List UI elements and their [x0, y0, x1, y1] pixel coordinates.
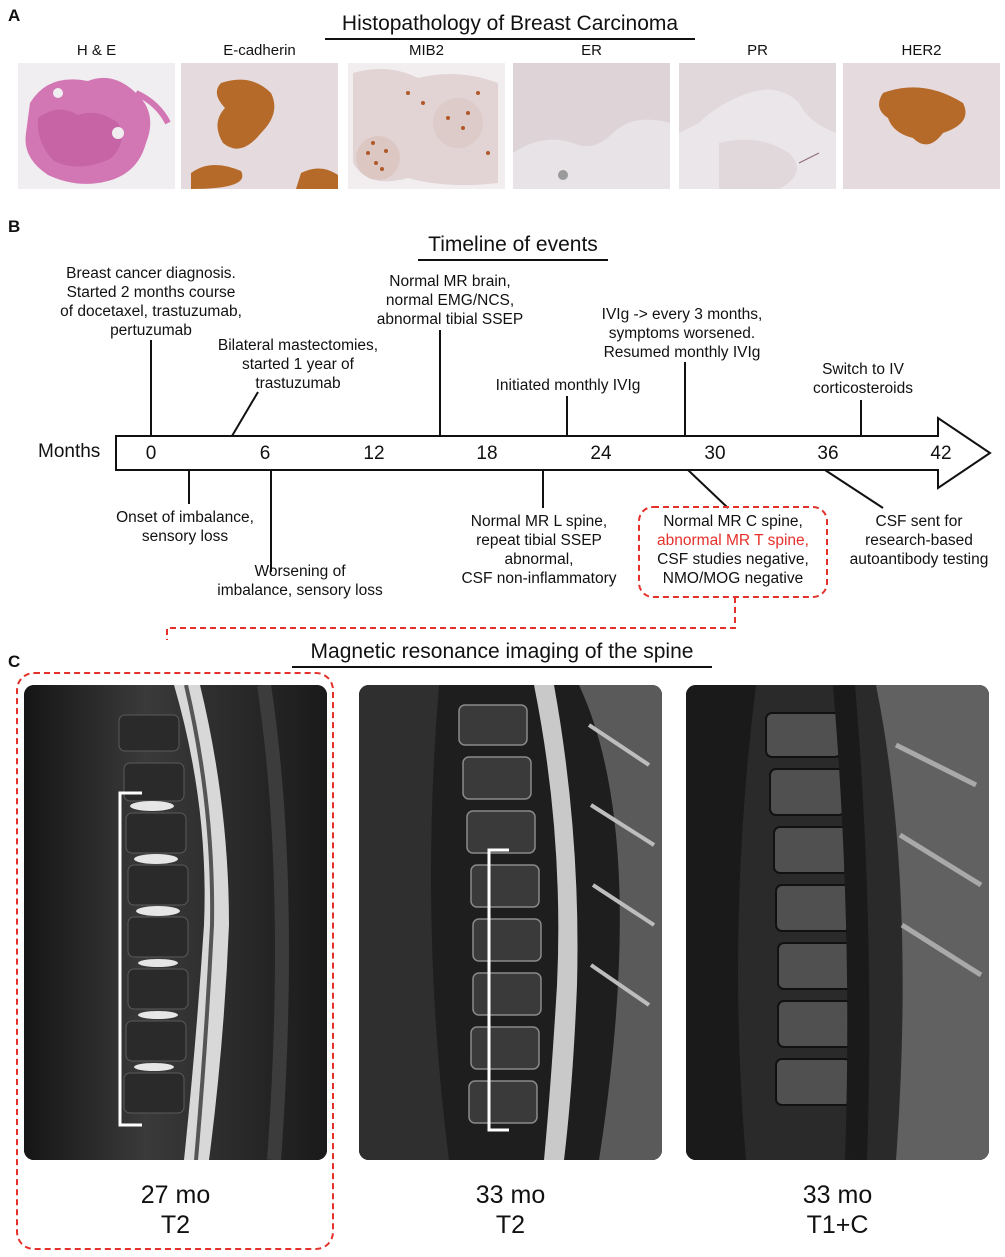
event-abnormal-mr-t-spine: Normal MR C spine, abnormal MR T spine, …: [638, 512, 828, 588]
histology-image-mib2: [348, 63, 505, 189]
lesion-bracket: [487, 848, 509, 1132]
stain-label-mib2: MIB2: [408, 42, 444, 59]
tick-36: 36: [817, 443, 839, 464]
caption-33mo-t2: 33 mo T2: [475, 1181, 546, 1239]
histology-image-he: [18, 63, 175, 189]
panel-c-title-underline: [292, 666, 712, 668]
tick-24: 24: [590, 443, 612, 464]
panel-b-title: Timeline of events: [428, 233, 598, 256]
event-onset-imbalance: Onset of imbalance, sensory loss: [116, 509, 254, 545]
timeline-graphic: [115, 330, 992, 640]
histology-image-ecadherin: [181, 63, 338, 189]
caption-33mo-t1c: 33 mo T1+C: [802, 1181, 873, 1239]
highlight-box: [638, 506, 828, 598]
event-normal-mr-l-spine: Normal MR L spine, repeat tibial SSEP ab…: [461, 513, 617, 587]
timeline-arrow: [115, 416, 992, 490]
stain-label-he: H & E: [76, 42, 117, 59]
histology-image-pr: [679, 63, 836, 189]
axis-label-months: Months: [38, 441, 101, 462]
panel-a-title: Histopathology of Breast Carcinoma: [341, 12, 679, 35]
panel-a-title-underline: [325, 38, 695, 40]
tick-12: 12: [363, 443, 385, 464]
lesion-bracket: [118, 791, 142, 1127]
tick-18: 18: [476, 443, 498, 464]
highlight-abnormal-mr-t-spine: abnormal MR T spine,: [657, 532, 809, 549]
stain-label-er: ER: [581, 42, 602, 59]
histology-image-her2: [843, 63, 1000, 189]
stain-label-pr: PR: [747, 42, 768, 59]
event-initiated-ivig: Initiated monthly IVIg: [495, 377, 641, 394]
highlight-frame-27mo: [16, 672, 334, 1250]
event-normal-mr-brain: Normal MR brain, normal EMG/NCS, abnorma…: [376, 273, 524, 328]
caption-27mo: 27 mo T2: [140, 1181, 211, 1239]
mri-image-33mo-t1c: [686, 685, 989, 1160]
panel-a-letter: A: [8, 6, 21, 25]
histology-image-er: [513, 63, 670, 189]
mri-image-27mo-t2: [24, 685, 327, 1160]
event-worsening-imbalance: Worsening of imbalance, sensory loss: [217, 563, 383, 599]
event-csf-autoantibody: CSF sent for research-based autoantibody…: [849, 513, 989, 568]
connector-csf: [824, 469, 884, 509]
connector-mastectomy: [231, 391, 259, 437]
panel-b-letter: B: [8, 217, 21, 236]
event-ivig-every-3-months: IVIg -> every 3 months, symptoms worsene…: [601, 306, 763, 361]
mri-image-33mo-t2: [359, 685, 662, 1160]
panel-b-title-underline: [418, 259, 608, 261]
event-switch-steroids: Switch to IV corticosteroids: [813, 361, 913, 397]
stain-label-ecadherin: E-cadherin: [223, 42, 296, 59]
tick-42: 42: [930, 443, 952, 464]
panel-c-title: Magnetic resonance imaging of the spine: [310, 640, 694, 663]
tick-0: 0: [145, 443, 157, 464]
event-breast-cancer-diagnosis: Breast cancer diagnosis. Started 2 month…: [60, 265, 242, 339]
panel-c-letter: C: [8, 652, 21, 671]
connector-mr-t-spine: [687, 469, 729, 509]
tick-30: 30: [704, 443, 726, 464]
stain-label-her2: HER2: [901, 42, 942, 59]
tick-6: 6: [259, 443, 271, 464]
event-bilateral-mastectomies: Bilateral mastectomies, started 1 year o…: [217, 337, 379, 392]
highlight-link: [166, 597, 736, 640]
